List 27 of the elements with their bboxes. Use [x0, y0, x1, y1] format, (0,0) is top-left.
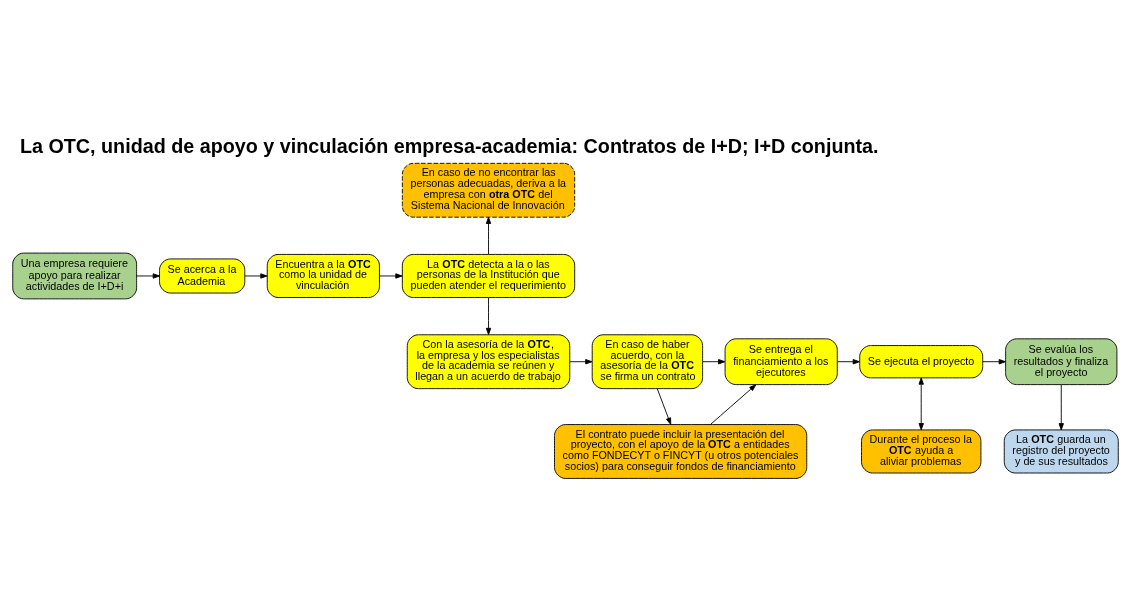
arrow	[379, 272, 403, 279]
arrow	[982, 358, 1006, 364]
arrow	[1058, 383, 1064, 430]
node-box: En caso de haber acuerdo, con la asesoría de la OTC se firma un contrato	[591, 333, 704, 389]
arrow	[702, 358, 726, 364]
node-box: Se evalúa los resultados y finaliza el proyecto	[1005, 337, 1118, 385]
node-box: La OTC detecta a la o las personas de la Institución que pueden atender el requerimiento	[401, 253, 576, 298]
node-box: La OTC guarda un registro del proyecto y de sus resultados	[1003, 429, 1119, 473]
node-box: Con la asesoría de la OTC, la empresa y los especialistas de la academia se reúnen y llegan a un acuerdo de trabajo	[406, 333, 571, 389]
arrow	[569, 358, 593, 364]
node-box: Se entrega el financiamiento a los ejecutores	[724, 337, 838, 385]
node-box: Se acerca a la Academia	[159, 257, 246, 293]
node-box: Durante el proceso la OTC ayuda a aliviar problemas	[861, 429, 982, 473]
arrow	[136, 272, 160, 279]
arrow	[918, 377, 924, 430]
arrow	[710, 383, 757, 425]
arrow	[837, 358, 860, 364]
arrow	[485, 296, 492, 335]
node-box: Se ejecuta el proyecto	[859, 344, 984, 378]
node-box: El contrato puede incluir la presentación del proyecto, con el apoyo de la OTC a entidades como FONDECYT o FINCYT (u otros potenciales socios) para conseguir fondos de financiamiento	[554, 423, 808, 479]
node-box: Encuentra a la OTC como la unidad de vinculación	[266, 253, 380, 298]
node-box: Una empresa requiere apoyo para realizar actividades de I+D+i	[12, 252, 138, 299]
arrow	[656, 387, 672, 425]
arrow	[485, 216, 492, 255]
node-box: En caso de no encontrar las personas adecuadas, deriva a la empresa con otra OTC del Sistema Nacional de Innovación	[401, 162, 576, 218]
arrow	[244, 272, 268, 279]
diagram-title: La OTC, unidad de apoyo y vinculación empresa-academia: Contratos de I+D; I+D conjunta.	[19, 134, 879, 157]
